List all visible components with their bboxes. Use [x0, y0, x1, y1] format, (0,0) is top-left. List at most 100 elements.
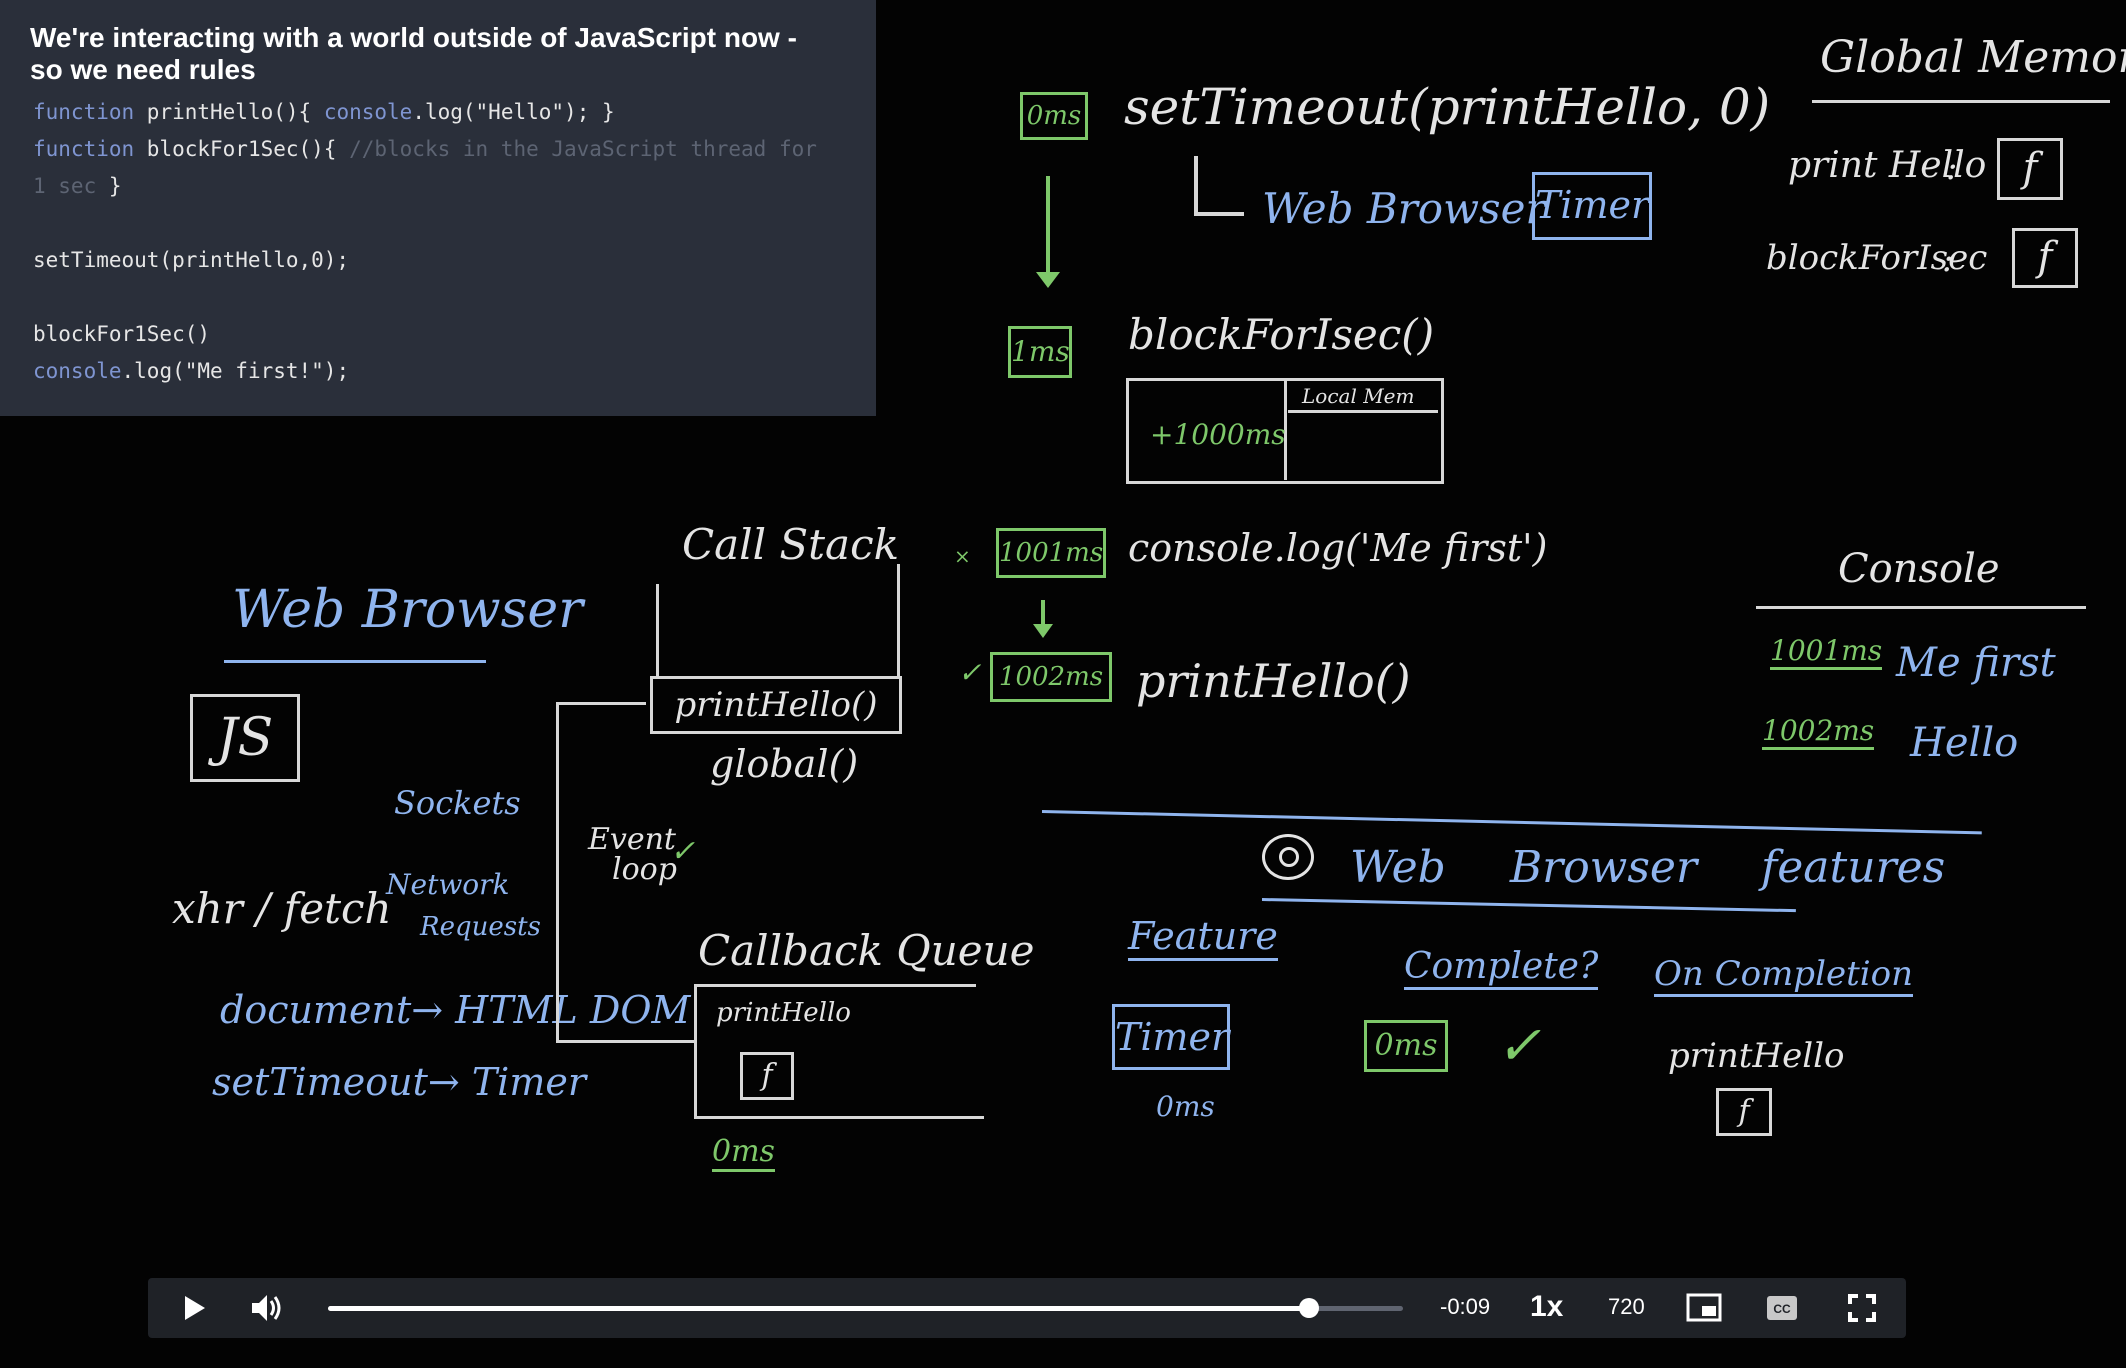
timeline-arrow	[1046, 176, 1050, 276]
features-icon	[1262, 834, 1314, 880]
memory-item-separator: :	[1942, 240, 1954, 280]
callback-queue-bottom	[694, 1116, 984, 1119]
browser-feature-network: Network	[386, 868, 510, 901]
memory-item-label: blockForIsec	[1766, 238, 1988, 278]
code-line: console.log("Me first!");	[33, 359, 349, 383]
code-line: 1 sec }	[33, 174, 122, 198]
event-loop-bottom	[556, 1040, 696, 1043]
console-text: Me first	[1896, 640, 2056, 686]
local-memory-divider-h	[1288, 410, 1438, 413]
memory-item-value: f	[2022, 145, 2038, 191]
browser-api-document: document→ HTML DOM	[220, 988, 691, 1032]
features-header-feature: Feature	[1128, 914, 1278, 961]
pip-icon[interactable]	[1686, 1292, 1722, 1324]
function-icon: f	[1716, 1088, 1772, 1136]
web-browser-connector-h	[1194, 212, 1244, 216]
code-token: blockFor1Sec()	[33, 322, 211, 346]
time-badge-1ms: 1ms	[1008, 326, 1072, 378]
global-memory-underline	[1812, 100, 2110, 103]
event-loop-label-2: loop	[612, 852, 677, 887]
svg-text:CC: CC	[1773, 1302, 1791, 1316]
quality-button[interactable]: 720	[1608, 1294, 1645, 1319]
features-icon-inner	[1279, 847, 1299, 867]
progress-handle[interactable]	[1299, 1298, 1319, 1318]
plus-1000ms: +1000ms	[1150, 418, 1286, 451]
browser-feature-requests: Requests	[420, 912, 541, 942]
features-divider	[1041, 810, 1982, 835]
block-call: blockForIsec()	[1128, 310, 1435, 359]
browser-api-xhr: xhr / fetch	[172, 884, 392, 933]
global-memory-title: Global Memory	[1820, 32, 2126, 83]
call-stack-title: Call Stack	[682, 520, 900, 569]
code-token: setTimeout(printHello,0);	[33, 248, 350, 272]
callback-item: printHello	[716, 998, 851, 1028]
slide-title: We're interacting with a world outside o…	[30, 22, 797, 85]
call-stack-right-wall	[897, 564, 900, 678]
timeline-arrow-head	[1036, 272, 1060, 288]
settimeout-call: setTimeout(printHello, 0)	[1124, 78, 1771, 136]
code-slide: We're interacting with a world outside o…	[0, 0, 876, 416]
on-completion-fn: printHello	[1668, 1036, 1845, 1076]
call-stack-left-wall	[656, 584, 659, 678]
x-mark: ×	[954, 544, 971, 568]
volume-icon[interactable]	[248, 1290, 284, 1326]
event-loop-line	[556, 704, 559, 1042]
play-icon[interactable]	[178, 1292, 210, 1324]
console-underline	[1756, 606, 2086, 609]
memory-item-label: print Hello	[1788, 145, 1987, 186]
web-browser-label: Web Browser	[1262, 184, 1546, 233]
code-token: console	[33, 359, 122, 383]
complete-time-badge: 0ms	[1364, 1020, 1448, 1072]
time-badge-0ms: 0ms	[1020, 92, 1088, 140]
console-title: Console	[1838, 546, 2000, 592]
browser-feature-sockets: Sockets	[394, 784, 521, 822]
code-line: function blockFor1Sec(){ //blocks in the…	[33, 137, 817, 161]
code-token: blockFor1Sec(){	[134, 137, 350, 161]
memory-item-separator: :	[1946, 148, 1958, 188]
code-token: .log("Me first!");	[121, 359, 350, 383]
features-header-oncompletion: On Completion	[1654, 954, 1913, 997]
progress-fill	[328, 1306, 1309, 1311]
code-token: 1 sec	[33, 174, 97, 198]
console-call: console.log('Me first')	[1128, 526, 1548, 570]
features-title: Web Browser features	[1350, 842, 1946, 893]
web-browser-title: Web Browser	[232, 580, 583, 640]
feature-timer-box: Timer	[1112, 1004, 1230, 1070]
code-token: function	[33, 100, 135, 124]
call-stack-frame-global: global()	[710, 742, 859, 786]
check-mark: ✓	[958, 656, 982, 689]
timeline-arrow-2-head	[1033, 624, 1053, 638]
console-text: Hello	[1910, 720, 2019, 766]
speed-button[interactable]: 1x	[1530, 1290, 1564, 1323]
cc-icon[interactable]: CC	[1766, 1294, 1798, 1322]
callback-queue-title: Callback Queue	[698, 926, 1035, 975]
event-loop-top	[556, 702, 646, 705]
timer-box: Timer	[1532, 172, 1652, 240]
web-browser-underline	[224, 660, 486, 663]
event-loop-label: Event	[588, 822, 676, 857]
callback-queue-top	[694, 984, 976, 987]
video-controls-bar: -0:09 1x 720 CC	[148, 1278, 1906, 1338]
code-token: }	[96, 174, 122, 198]
web-browser-connector	[1194, 156, 1198, 214]
browser-api-settimeout: setTimeout→ Timer	[212, 1060, 587, 1104]
code-line: function printHello(){ console.log("Hell…	[33, 100, 615, 124]
local-mem-label: Local Mem	[1302, 384, 1415, 408]
time-remaining: -0:09	[1440, 1294, 1491, 1319]
progress-bar[interactable]	[328, 1298, 1403, 1318]
code-token: console	[323, 100, 413, 124]
feature-timer-sub: 0ms	[1156, 1090, 1215, 1123]
local-memory-divider	[1284, 380, 1287, 480]
callback-time: 0ms	[712, 1134, 775, 1172]
complete-check: ✓	[1496, 1014, 1542, 1077]
code-token: .log("Hello"); }	[412, 100, 615, 124]
fullscreen-icon[interactable]	[1848, 1294, 1876, 1322]
memory-item-value: f	[2037, 234, 2053, 280]
features-header-complete: Complete?	[1404, 946, 1599, 990]
function-icon: f	[740, 1052, 794, 1100]
event-loop-check: ✓	[670, 834, 696, 869]
code-token: printHello(){	[134, 100, 324, 124]
console-time: 1002ms	[1762, 714, 1875, 750]
function-icon: f	[2012, 228, 2078, 288]
